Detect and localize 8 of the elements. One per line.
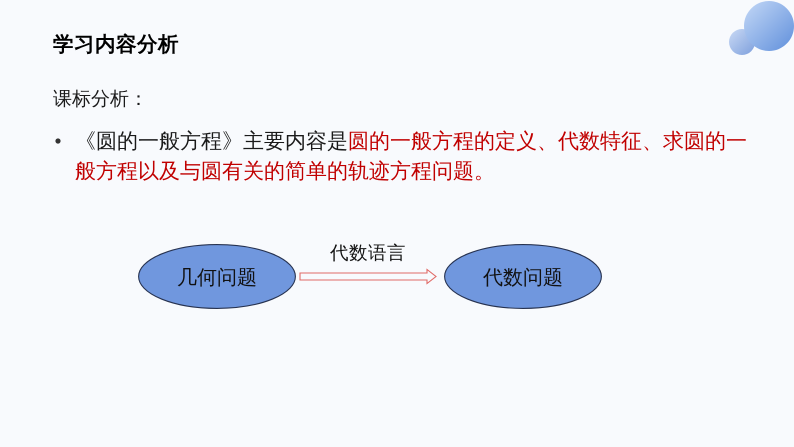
slide-title: 学习内容分析 <box>53 31 179 57</box>
section-heading: 课标分析： <box>53 87 148 112</box>
node-text: 代数问题 <box>483 264 563 290</box>
ellipse-node <box>138 244 296 309</box>
ellipse-node <box>444 244 602 309</box>
node-text: 几何问题 <box>177 264 257 290</box>
paragraph-text: 《圆的一般方程》主要内容是圆的一般方程的定义、代数特征、求圆的一般方程以及与圆有关的简单的轨迹方程问题。 <box>75 128 747 185</box>
block-arrow <box>299 268 437 285</box>
